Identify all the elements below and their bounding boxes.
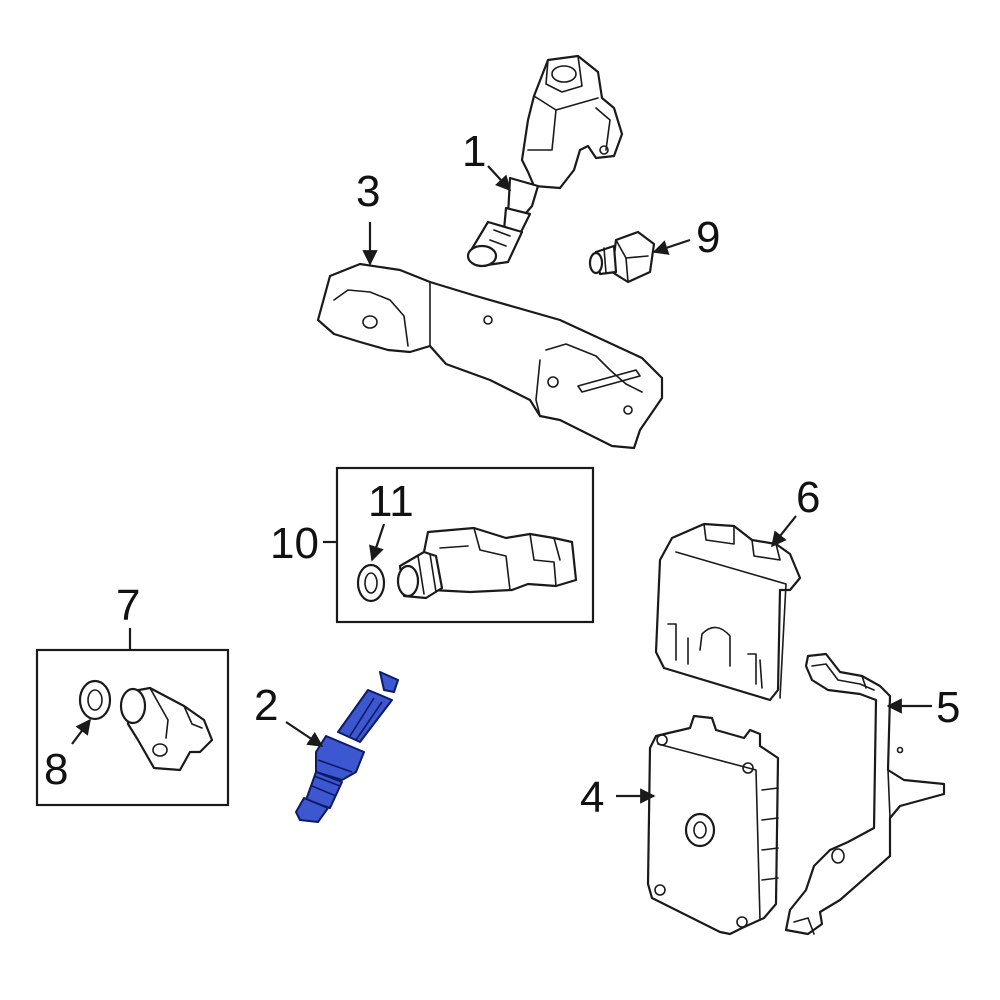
callout-8: 8: [44, 745, 68, 794]
callout-1: 1: [462, 127, 486, 176]
bracket-cover-part[interactable]: [316, 262, 664, 450]
spark-plug-part[interactable]: [295, 671, 399, 823]
ecm-cover-part[interactable]: [654, 522, 802, 702]
callout-3: 3: [356, 167, 380, 216]
knock-sensor-part[interactable]: [588, 230, 656, 284]
leader-lines: [71, 165, 932, 804]
callout-9: 9: [696, 213, 720, 262]
assembly-box-10: [335, 466, 595, 624]
o-ring-part-8[interactable]: [78, 679, 112, 721]
callout-5: 5: [936, 683, 960, 732]
ignition-coil-part[interactable]: [466, 54, 624, 268]
ecm-part[interactable]: [646, 714, 780, 936]
position-sensor-part[interactable]: [396, 526, 578, 600]
callout-11: 11: [368, 477, 414, 526]
callout-4: 4: [580, 773, 604, 822]
ecm-bracket-part[interactable]: [784, 652, 946, 936]
leader-6: [771, 515, 797, 548]
leader-11: [369, 523, 386, 562]
callout-7: 7: [116, 581, 140, 630]
leader-1: [487, 165, 512, 192]
callout-2: 2: [254, 681, 278, 730]
callout-10: 10: [270, 519, 319, 568]
leader-9: [652, 238, 691, 255]
assembly-box-7: [35, 648, 230, 807]
callout-labels: 1 2 3 4 5 6 7 8 9 10 11: [44, 127, 960, 822]
leader-2: [285, 721, 324, 747]
leader-8: [71, 718, 91, 745]
callout-6: 6: [796, 473, 820, 522]
crank-sensor-part[interactable]: [119, 686, 214, 772]
o-ring-part-11[interactable]: [356, 563, 386, 603]
